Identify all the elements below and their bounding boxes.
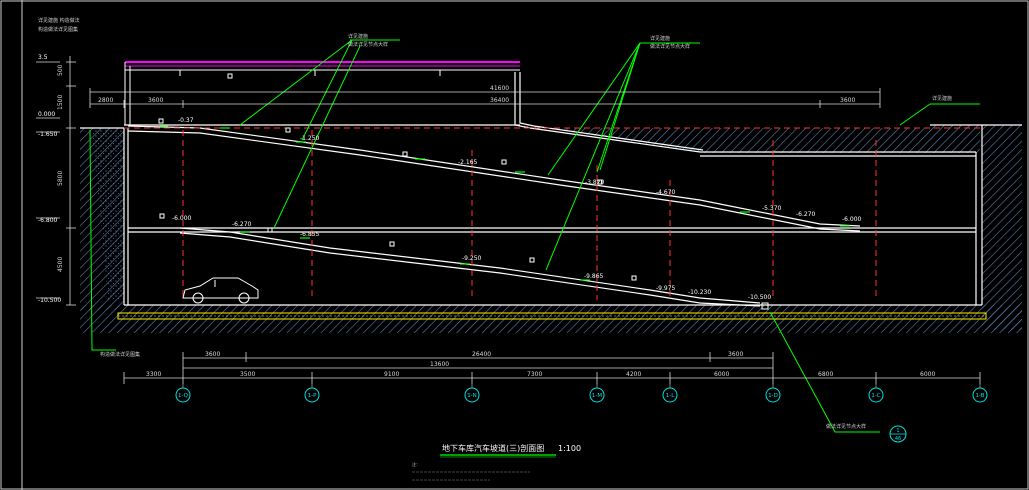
elev-ramp-7: -6.000	[842, 216, 862, 223]
elev-ramp-12: -9.865	[584, 273, 604, 280]
floor-slab	[117, 312, 987, 320]
bottom-dim-r1-3: 3600	[728, 351, 743, 358]
top-dim-1: 2800	[98, 97, 113, 104]
axis-label-1-q: 1-Q	[178, 393, 189, 399]
bottom-dim-seg-1: 3300	[146, 371, 161, 378]
vdim-3: 5800	[57, 171, 64, 186]
axis-label-1-d: 1-D	[768, 393, 778, 399]
bottom-dim-r1-2: 26400	[472, 351, 491, 358]
top-dimension-lines	[89, 88, 881, 108]
elev-ramp-15: -10.500	[748, 294, 771, 301]
top-dim-total: 41600	[490, 85, 509, 92]
bottom-dim-seg-3: 9100	[384, 371, 399, 378]
axis-bubble-1-n: 1-N	[464, 387, 480, 403]
entrance-ramp-top	[514, 72, 704, 153]
axis-label-1-l: 1-L	[666, 393, 675, 399]
ramp-finish-marks	[160, 125, 850, 281]
bottom-dim-seg-7: 6800	[818, 371, 833, 378]
bottom-dimension-lines	[123, 352, 981, 384]
axis-bubble-1-q: 1-Q	[175, 387, 191, 403]
axis-bubble-1-p: 1-P	[304, 387, 320, 403]
axis-bubble-1-b: 1-B	[972, 387, 988, 403]
elev-ramp-2: -1.250	[300, 135, 320, 142]
lower-ramp	[179, 227, 761, 307]
elev-ramp-1: -0.37	[178, 117, 194, 124]
elev-ramp-14: -10.230	[688, 289, 711, 296]
bottom-dim-seg-2: 3500	[240, 371, 255, 378]
bottom-dim-seg-4: 7300	[527, 371, 542, 378]
top-dim-3: 36400	[490, 97, 509, 104]
elev-ramp-8: -6.000	[172, 215, 192, 222]
bottom-dim-seg-8: 6000	[920, 371, 935, 378]
detail-ref-top: 1	[896, 428, 899, 434]
detail-reference-bubble: 1 46	[889, 425, 907, 443]
elev-ramp-10: -6.855	[300, 231, 320, 238]
bottom-dim-r2: 13600	[430, 361, 449, 368]
elev-ramp-9: -6.270	[232, 221, 252, 228]
elev-left-1: 3.5	[38, 54, 48, 61]
annotation-bottom-right: 做法详见节点大样	[826, 423, 866, 430]
axis-label-1-m: 1-M	[592, 393, 602, 399]
annotation-leader-3: 详见建施	[650, 35, 670, 42]
axis-extension-lines	[182, 384, 981, 388]
left-dimension-lines	[36, 56, 76, 306]
axis-bubble-1-c: 1-C	[868, 387, 884, 403]
annotation-bottom-left: 构造做法详见图集	[100, 351, 140, 358]
axis-label-1-n: 1-N	[467, 393, 477, 399]
soil-hatch-ramp-top	[525, 125, 930, 153]
elev-left-2: 0.000	[38, 111, 55, 118]
drawing-title-block: 地下车库汽车坡道(三)剖面图 1:100 注：	[412, 443, 581, 481]
title-note-1: 注：	[412, 461, 420, 467]
car-icon	[182, 277, 259, 304]
node-markers	[158, 73, 769, 310]
elev-ramp-16: -6.270	[796, 211, 816, 218]
soil-fill-left	[92, 130, 124, 300]
elev-ramp-3: -2.165	[458, 159, 478, 166]
leader-lines	[89, 39, 980, 433]
annotation-top-left-2: 构造做法详见图集	[38, 26, 78, 33]
elev-ramp-11: -9.250	[462, 255, 482, 262]
annotation-leader-2: 做法详见节点大样	[348, 41, 388, 48]
canopy-roof	[124, 61, 520, 125]
top-dim-2: 3600	[148, 97, 163, 104]
bottom-dim-seg-6: 6000	[714, 371, 729, 378]
elev-left-4: -6.800	[38, 217, 58, 224]
elev-left-5: -10.500	[38, 297, 61, 304]
bottom-dim-seg-5: 4200	[626, 371, 641, 378]
annotation-right: 详见建施	[932, 95, 952, 102]
annotation-leader-4: 做法详见节点大样	[650, 43, 690, 50]
detail-ref-bottom: 46	[895, 436, 901, 442]
drawing-title: 地下车库汽车坡道(三)剖面图	[442, 443, 544, 453]
annotation-top-left-1: 详见建施 构造做法	[38, 17, 80, 24]
vdim-2: 1500	[57, 95, 64, 110]
elev-ramp-6: -5.370	[762, 205, 782, 212]
axis-label-1-c: 1-C	[871, 393, 880, 399]
annotation-leader-1: 详见建施	[348, 33, 368, 40]
grid-axes	[124, 127, 980, 300]
drawing-scale: 1:100	[558, 444, 581, 453]
top-dim-4: 3600	[840, 97, 855, 104]
elev-left-3: -1.650	[38, 131, 58, 138]
axis-label-1-p: 1-P	[308, 393, 317, 399]
vdim-1: 500	[57, 64, 64, 76]
soil-hatch-right-wall	[982, 125, 1022, 330]
elev-ramp-4: -3.820	[585, 179, 605, 186]
elev-ramp-13: -9.975	[656, 285, 676, 292]
soil-hatch-top-right	[930, 125, 980, 153]
axis-bubble-1-l: 1-L	[662, 387, 678, 403]
axis-bubbles: 1-Q 1-P 1-N 1-M 1-L 1-D 1-C 1-B	[175, 387, 988, 403]
axis-label-1-b: 1-B	[975, 393, 984, 399]
vdim-4: 4500	[57, 257, 64, 272]
elev-ramp-5: -4.670	[656, 189, 676, 196]
axis-bubble-1-m: 1-M	[589, 387, 605, 403]
axis-bubble-1-d: 1-D	[765, 387, 781, 403]
bottom-dim-r1-1: 3600	[205, 351, 220, 358]
